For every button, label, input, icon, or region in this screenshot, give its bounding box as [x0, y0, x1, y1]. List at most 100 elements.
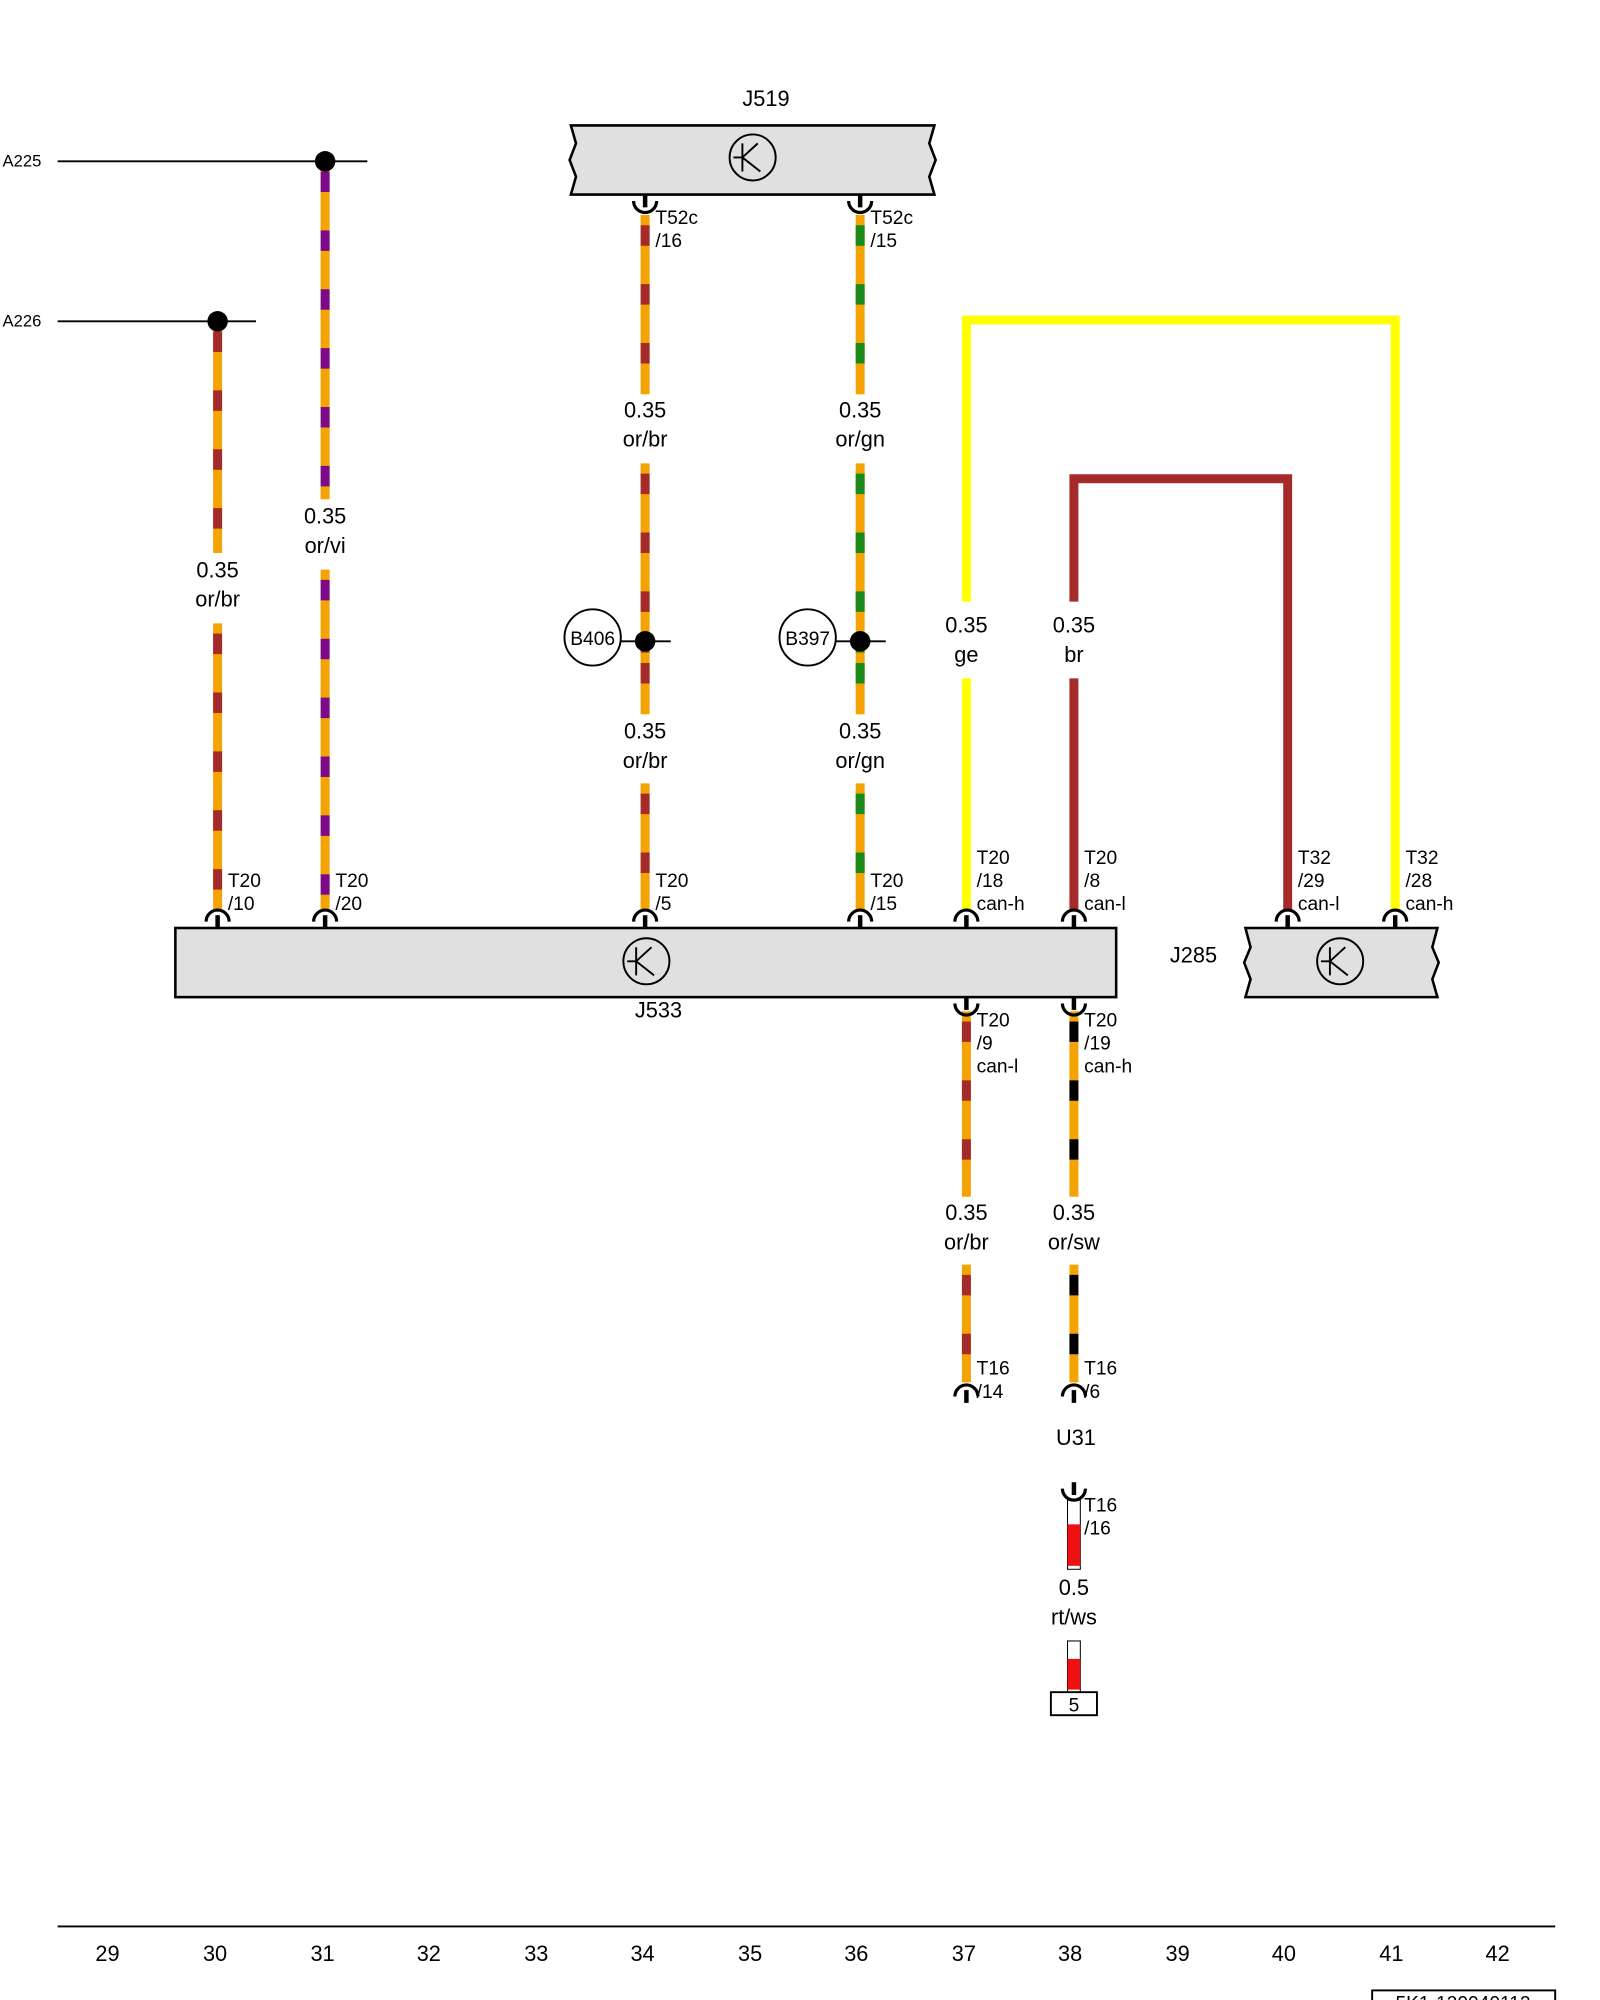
- pin-label: T32: [1298, 848, 1331, 869]
- component-j285[interactable]: [1242, 926, 1441, 999]
- wire-color-label: ge: [954, 642, 978, 667]
- column-number: 36: [844, 1941, 868, 1966]
- pin-label: /9: [977, 1034, 993, 1055]
- connector-icon: [632, 200, 659, 214]
- wire-color-label: or/gn: [835, 427, 885, 452]
- wire-color-label: or/sw: [1048, 1229, 1100, 1254]
- control-unit-icon: [728, 133, 777, 182]
- wire-size-label: 0.35: [1053, 1200, 1095, 1225]
- splice-b406-label: B406: [570, 629, 615, 650]
- wire-size-label: 0.35: [196, 557, 238, 582]
- connector-icon: [1060, 1383, 1088, 1397]
- pin-label: /14: [977, 1382, 1004, 1403]
- pin-label: /19: [1084, 1034, 1111, 1055]
- component-u31-label: U31: [1056, 1425, 1096, 1450]
- junction-dot: [314, 151, 336, 172]
- column-number: 34: [630, 1941, 654, 1966]
- pin-label: T20: [335, 871, 368, 892]
- connector-icon: [1382, 908, 1409, 922]
- wire-size-label: 0.35: [304, 504, 346, 529]
- pin-label: /29: [1298, 871, 1325, 892]
- connector-pin[interactable]: T20/20: [312, 871, 369, 928]
- connector-icon: [312, 908, 339, 922]
- wire-color-label: or/br: [623, 427, 668, 452]
- ground-reference-box[interactable]: [1049, 1691, 1098, 1717]
- pin-label: can-h: [1084, 1057, 1132, 1078]
- pin-label: /28: [1405, 871, 1432, 892]
- pin-label: T16: [977, 1359, 1010, 1380]
- wire-w5[interactable]: [961, 315, 1400, 912]
- control-unit-icon: [622, 937, 671, 986]
- splice-b397[interactable]: B397: [778, 608, 886, 667]
- component-j519[interactable]: [568, 124, 938, 196]
- pin-label: T20: [1084, 1011, 1117, 1032]
- column-number: 33: [524, 1941, 548, 1966]
- wire-color-label: or/br: [623, 748, 668, 773]
- connector-pin[interactable]: T52c/16: [632, 194, 699, 252]
- pin-label: T20: [977, 1011, 1010, 1032]
- wire-size-label: 0.35: [839, 719, 881, 744]
- column-number: 38: [1058, 1941, 1082, 1966]
- pin-label: /10: [228, 894, 255, 915]
- column-number: 41: [1379, 1941, 1403, 1966]
- pin-label: T32: [1405, 848, 1438, 869]
- pin-label: can-l: [977, 1057, 1019, 1078]
- control-unit-icon: [1316, 937, 1365, 986]
- pin-label: T20: [870, 871, 903, 892]
- wire-size-label: 0.35: [1053, 612, 1095, 637]
- pin-label: /15: [870, 231, 897, 252]
- connector-icon: [204, 908, 231, 922]
- pin-label: T20: [655, 871, 688, 892]
- column-number: 42: [1485, 1941, 1509, 1966]
- column-number: 39: [1165, 1941, 1189, 1966]
- component-j285-label: J285: [1170, 943, 1217, 968]
- pin-label: T20: [228, 871, 261, 892]
- line-a225-label: A225: [3, 151, 42, 170]
- component-j533[interactable]: [174, 926, 1118, 999]
- wire-w6[interactable]: [1069, 474, 1293, 912]
- wire-color-label: or/gn: [835, 748, 885, 773]
- pin-label: /20: [335, 894, 362, 915]
- wire-size-label: 0.5: [1059, 1575, 1089, 1600]
- connector-pin[interactable]: T20/15: [847, 871, 904, 928]
- pin-label: can-h: [1405, 894, 1453, 915]
- wire-w9-stripe: [1067, 1524, 1081, 1566]
- connector-pin[interactable]: T20/10: [204, 871, 261, 928]
- connector-icon: [1060, 1003, 1088, 1017]
- document-id: 5K1-120040112: [1395, 1994, 1530, 2000]
- connector-pin[interactable]: T16/14: [953, 1359, 1010, 1403]
- column-number: 35: [738, 1941, 762, 1966]
- wire-size-label: 0.35: [839, 397, 881, 422]
- connector-pin[interactable]: T16/16: [1060, 1482, 1117, 1540]
- column-number: 40: [1272, 1941, 1296, 1966]
- component-j519-label: J519: [742, 86, 789, 111]
- column-number: 31: [310, 1941, 334, 1966]
- connector-pin[interactable]: T52c/15: [847, 194, 914, 252]
- wire-color-label: or/vi: [305, 533, 346, 558]
- pin-label: can-l: [1084, 894, 1126, 915]
- pin-label: T52c: [655, 208, 698, 229]
- connector-icon: [1274, 908, 1301, 922]
- wire-w9-stripe: [1067, 1658, 1081, 1690]
- connector-icon: [953, 1383, 980, 1397]
- column-number: 32: [417, 1941, 441, 1966]
- pin-label: T20: [1084, 848, 1117, 869]
- splice-b406[interactable]: B406: [563, 608, 671, 667]
- connector-icon: [953, 908, 980, 922]
- connector-pin[interactable]: T16/6: [1060, 1359, 1117, 1403]
- pin-label: can-l: [1298, 894, 1340, 915]
- pin-label: T20: [977, 848, 1010, 869]
- pin-label: /5: [655, 894, 671, 915]
- pin-label: /6: [1084, 1382, 1100, 1403]
- connector-icon: [953, 1003, 980, 1017]
- wire-size-label: 0.35: [624, 719, 666, 744]
- connector-pin[interactable]: T20/5: [632, 871, 689, 928]
- pin-label: /8: [1084, 871, 1100, 892]
